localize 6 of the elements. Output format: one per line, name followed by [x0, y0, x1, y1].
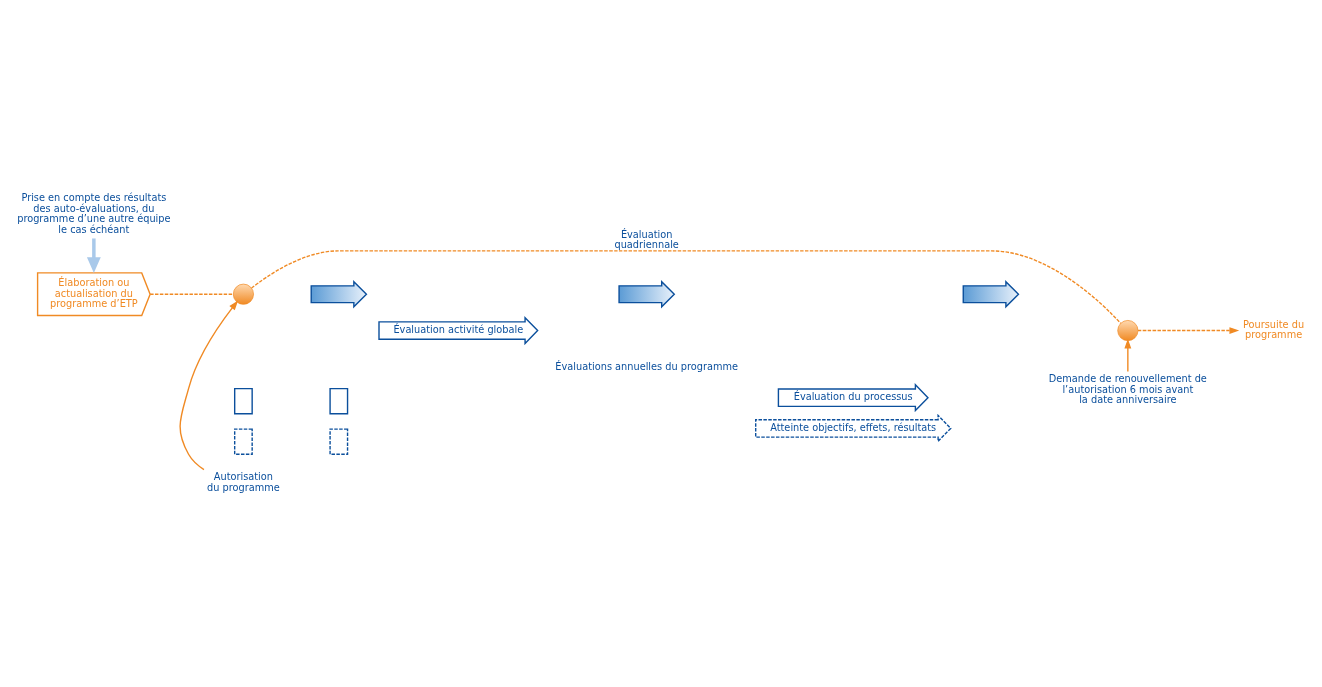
- label: Évaluations annuelles du programme: [555, 360, 738, 372]
- node-text: Poursuite du programme: [1243, 318, 1305, 341]
- node-text: Demande de renouvellement de l’autorisation 6 mois avant la date anniversaire: [1048, 373, 1207, 406]
- node-text: Autorisation du programme: [207, 471, 280, 493]
- node-text: Prise en compte des résultats des auto-évaluations, du programme d’une autre équipe le cas échéant: [17, 192, 171, 235]
- edge-label: Évaluation quadriennale: [614, 228, 679, 251]
